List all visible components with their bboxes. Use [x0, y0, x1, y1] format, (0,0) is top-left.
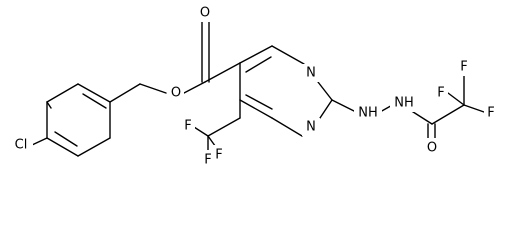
- label-mask: [181, 117, 195, 135]
- bond: [317, 81, 333, 101]
- bond: [409, 109, 433, 125]
- bond: [447, 92, 465, 106]
- bond: [46, 83, 79, 103]
- chlorine-atom-label: Cl: [15, 138, 28, 153]
- amide-oxygen-atom-label: O: [427, 141, 437, 156]
- label-mask: [9, 135, 33, 153]
- hydrazine-nh-b-atom-label: NH: [394, 96, 414, 111]
- label-mask: [197, 4, 213, 22]
- label-mask: [302, 118, 320, 136]
- label-mask: [354, 104, 382, 122]
- bond: [109, 83, 141, 103]
- bond: [204, 62, 241, 83]
- bond: [463, 104, 485, 113]
- ring-nitrogen-3-atom-label: N: [306, 66, 316, 81]
- tfa-fluorine-1-atom-label: F: [460, 60, 467, 75]
- label-mask: [434, 84, 448, 102]
- label-mask: [390, 94, 418, 112]
- bond: [239, 45, 273, 64]
- bond: [82, 93, 107, 109]
- tfa-fluorine-3-atom-label: F: [437, 86, 444, 101]
- bond: [77, 137, 111, 157]
- label-mask: [212, 145, 226, 163]
- ring-nitrogen-1-atom-label: N: [306, 120, 316, 135]
- bond: [271, 45, 305, 65]
- label-mask: [302, 64, 320, 82]
- bond: [239, 99, 273, 119]
- bond: [271, 117, 303, 137]
- bond: [31, 137, 48, 146]
- label-mask: [457, 58, 471, 76]
- cf3-fluorine-1-atom-label: F: [184, 119, 191, 134]
- cf3-fluorine-2-atom-label: F: [215, 148, 222, 163]
- bond: [331, 99, 357, 113]
- hydrazine-nh-a-atom-label: NH: [358, 106, 378, 121]
- label-mask: [201, 150, 215, 168]
- bond: [183, 81, 206, 94]
- bond: [319, 99, 333, 119]
- bond: [46, 101, 52, 109]
- bond: [207, 117, 241, 137]
- atom-label-group: Cl O O N N NH NH O F F F F F F: [9, 4, 498, 168]
- bond: [46, 137, 79, 157]
- bond: [77, 83, 111, 103]
- structure-diagram: Cl O O N N NH NH O F F F F F F: [9, 4, 498, 168]
- label-mask: [484, 104, 498, 122]
- label-mask: [168, 83, 184, 101]
- cf3-fluorine-3-atom-label: F: [204, 153, 211, 168]
- label-mask: [424, 138, 440, 156]
- molecule-drawing: Cl O O N N NH NH O F F F F F F: [9, 4, 498, 168]
- bond: [245, 94, 273, 110]
- carbonyl-oxygen-atom-label: O: [200, 6, 210, 21]
- ester-oxygen-atom-label: O: [171, 86, 181, 101]
- bond: [431, 104, 465, 125]
- bond: [245, 56, 272, 73]
- bond: [139, 83, 167, 94]
- bond-group: [31, 19, 485, 157]
- bond: [54, 131, 78, 147]
- tfa-fluorine-2-atom-label: F: [487, 106, 494, 121]
- bond: [193, 126, 209, 137]
